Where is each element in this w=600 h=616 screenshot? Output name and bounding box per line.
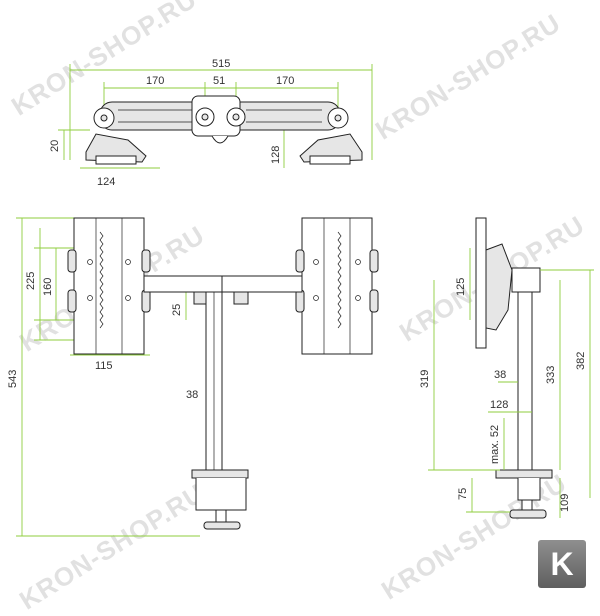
- vesa-hole: [355, 295, 361, 301]
- dim-label-319: 319: [419, 370, 431, 388]
- dim-label-75: 75: [457, 488, 469, 500]
- kron-logo-badge: K: [538, 540, 586, 588]
- right-monitor-plate: [301, 217, 373, 355]
- dim-label-128-side: 128: [490, 399, 508, 411]
- plate-teeth: [99, 231, 104, 329]
- dim-label-543: 543: [7, 370, 19, 388]
- clamp-body: [195, 478, 247, 511]
- left-monitor-plate: [73, 217, 145, 355]
- dim-label-515: 515: [212, 58, 230, 70]
- dim-label-382: 382: [575, 352, 587, 370]
- left-arm: [143, 275, 223, 293]
- side-clamp-top: [495, 469, 553, 479]
- right-arm: [221, 275, 303, 293]
- plate-knob: [369, 289, 379, 313]
- dim-label-20: 20: [49, 140, 61, 152]
- plate-knob: [67, 289, 77, 313]
- dim-label-38: 38: [186, 389, 198, 401]
- right-vesa-head: [299, 133, 363, 163]
- side-clamp-knob: [509, 509, 547, 519]
- clamp-screw: [215, 509, 227, 523]
- top-view: 515 170 51 170 20 128 124: [49, 58, 373, 188]
- dim-label-170-left: 170: [146, 75, 164, 87]
- vesa-hole: [87, 259, 93, 265]
- dim-label-38-side: 38: [494, 369, 506, 381]
- logo-letter: K: [550, 546, 574, 582]
- joint-pin: [201, 113, 209, 121]
- side-view: 125 382 333 319 38 128 max. 52 75 109: [419, 217, 594, 519]
- left-vesa-head: [85, 133, 147, 163]
- right-vesa-plate: [309, 155, 351, 165]
- plate-knob: [141, 289, 151, 313]
- front-view: 543 225 160 115 25 38: [7, 217, 379, 537]
- joint-pin: [100, 114, 108, 122]
- plate-teeth: [337, 231, 342, 329]
- dim-label-160: 160: [42, 278, 54, 296]
- dim-label-333: 333: [545, 366, 557, 384]
- clamp-top: [191, 469, 249, 479]
- vesa-hole: [355, 259, 361, 265]
- dim-label-124: 124: [97, 176, 115, 188]
- dim-label-170-right: 170: [276, 75, 294, 87]
- plate-knob: [295, 249, 305, 273]
- dim-label-225: 225: [25, 272, 37, 290]
- side-tilt-head: [485, 243, 513, 331]
- clamp-knob: [203, 521, 241, 530]
- arm-screw: [233, 291, 249, 305]
- vesa-hole: [87, 295, 93, 301]
- side-monitor-plate: [475, 217, 487, 349]
- dim-label-51: 51: [213, 75, 225, 87]
- left-vesa-plate: [95, 155, 137, 165]
- plate-knob: [67, 249, 77, 273]
- hub-bottom: [211, 135, 229, 144]
- dim-label-109: 109: [559, 494, 571, 512]
- dim-label-115: 115: [95, 360, 113, 372]
- joint-pin: [334, 114, 342, 122]
- vesa-hole: [313, 295, 319, 301]
- technical-drawing: 515 170 51 170 20 128 124: [7, 58, 594, 537]
- dim-label-25: 25: [171, 304, 183, 316]
- vesa-hole: [125, 295, 131, 301]
- side-clamp-screw: [521, 499, 533, 511]
- dim-label-max52: max. 52: [489, 425, 501, 464]
- plate-knob: [369, 249, 379, 273]
- side-pole: [517, 291, 533, 471]
- vesa-hole: [313, 259, 319, 265]
- side-arm-joint: [511, 267, 541, 293]
- joint-pin: [232, 113, 240, 121]
- dim-label-128: 128: [270, 146, 282, 164]
- dim-label-125: 125: [455, 278, 467, 296]
- plate-knob: [295, 289, 305, 313]
- plate-knob: [141, 249, 151, 273]
- vesa-hole: [125, 259, 131, 265]
- side-clamp-body: [517, 478, 541, 501]
